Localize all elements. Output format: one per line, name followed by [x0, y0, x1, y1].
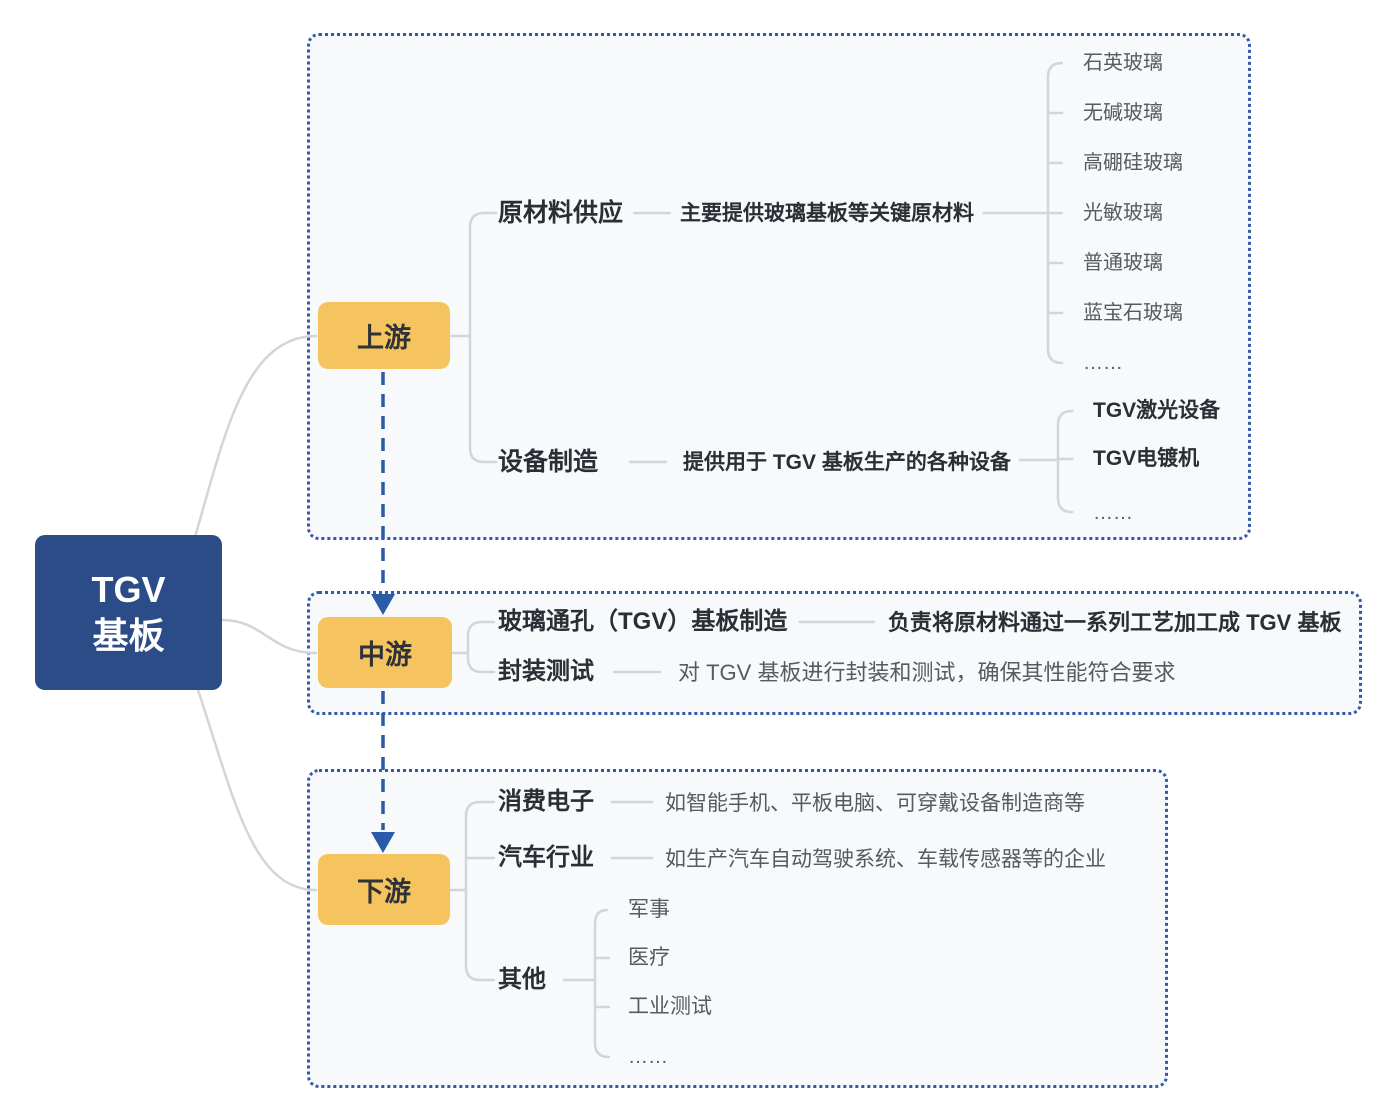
- other-item[interactable]: 工业测试: [628, 995, 712, 1018]
- glass-item[interactable]: 普通玻璃: [1083, 252, 1163, 274]
- midstream-label: 中游: [358, 640, 412, 670]
- downstream-label: 下游: [357, 877, 411, 907]
- glass-item[interactable]: 高硼硅玻璃: [1083, 152, 1183, 174]
- equipment-manufacturing-desc[interactable]: 提供用于 TGV 基板生产的各种设备: [683, 451, 1011, 474]
- packaging-test-desc[interactable]: 对 TGV 基板进行封装和测试，确保其性能符合要求: [678, 660, 1176, 685]
- connector-root-downstream: [196, 688, 318, 892]
- upstream-label: 上游: [357, 323, 411, 353]
- connector-midstream-children: [450, 620, 496, 674]
- equipment-manufacturing-node[interactable]: 设备制造: [498, 448, 599, 476]
- flow-arrow-upstream-to-midstream: [371, 372, 395, 615]
- consumer-electronics-node[interactable]: 消费电子: [498, 788, 594, 815]
- other-item[interactable]: 军事: [628, 898, 670, 921]
- glass-item[interactable]: 蓝宝石玻璃: [1083, 302, 1183, 324]
- raw-material-supply-desc[interactable]: 主要提供玻璃基板等关键原材料: [680, 202, 974, 225]
- connector-root-upstream: [193, 334, 318, 539]
- downstream-group-box: [307, 769, 1168, 1088]
- flow-arrow-midstream-to-downstream: [371, 691, 395, 853]
- connector-downstream-children: [448, 800, 496, 982]
- root-label-line1: TGV: [91, 568, 166, 610]
- branch-node-midstream[interactable]: 中游: [318, 617, 452, 688]
- equipment-item[interactable]: TGV电镀机: [1093, 447, 1200, 470]
- glass-item-ellipsis[interactable]: ……: [1083, 352, 1123, 374]
- other-item[interactable]: 医疗: [628, 946, 670, 969]
- raw-material-supply-node[interactable]: 原材料供应: [498, 199, 624, 227]
- root-label-line2: 基板: [92, 614, 165, 656]
- equipment-item-ellipsis[interactable]: ……: [1093, 502, 1133, 524]
- connector-glass-items: [982, 61, 1064, 365]
- automotive-node[interactable]: 汽车行业: [498, 844, 594, 871]
- root-node-tgv-substrate[interactable]: TGV 基板: [35, 535, 222, 690]
- glass-item[interactable]: 石英玻璃: [1083, 52, 1163, 74]
- consumer-electronics-desc[interactable]: 如智能手机、平板电脑、可穿戴设备制造商等: [665, 792, 1085, 815]
- connector-equipment-items: [1018, 409, 1074, 514]
- arrow-down-icon: [371, 832, 395, 853]
- automotive-desc[interactable]: 如生产汽车自动驾驶系统、车载传感器等的企业: [665, 848, 1106, 871]
- connector-other-items: [562, 908, 611, 1059]
- midstream-group-box: [307, 591, 1362, 715]
- upstream-group-box: [307, 33, 1251, 540]
- arrow-down-icon: [371, 594, 395, 615]
- connector-root-midstream: [220, 618, 318, 655]
- other-node[interactable]: 其他: [498, 966, 546, 993]
- branch-node-downstream[interactable]: 下游: [318, 854, 450, 925]
- tgv-manufacturing-desc[interactable]: 负责将原材料通过一系列工艺加工成 TGV 基板: [888, 610, 1342, 635]
- glass-item[interactable]: 光敏玻璃: [1083, 202, 1163, 224]
- connector-upstream-children: [448, 211, 498, 464]
- tgv-manufacturing-node[interactable]: 玻璃通孔（TGV）基板制造: [498, 608, 788, 635]
- glass-item[interactable]: 无碱玻璃: [1083, 102, 1163, 124]
- other-item-ellipsis[interactable]: ……: [628, 1046, 668, 1068]
- branch-node-upstream[interactable]: 上游: [318, 302, 450, 369]
- packaging-test-node[interactable]: 封装测试: [498, 658, 594, 685]
- equipment-item[interactable]: TGV激光设备: [1093, 399, 1221, 422]
